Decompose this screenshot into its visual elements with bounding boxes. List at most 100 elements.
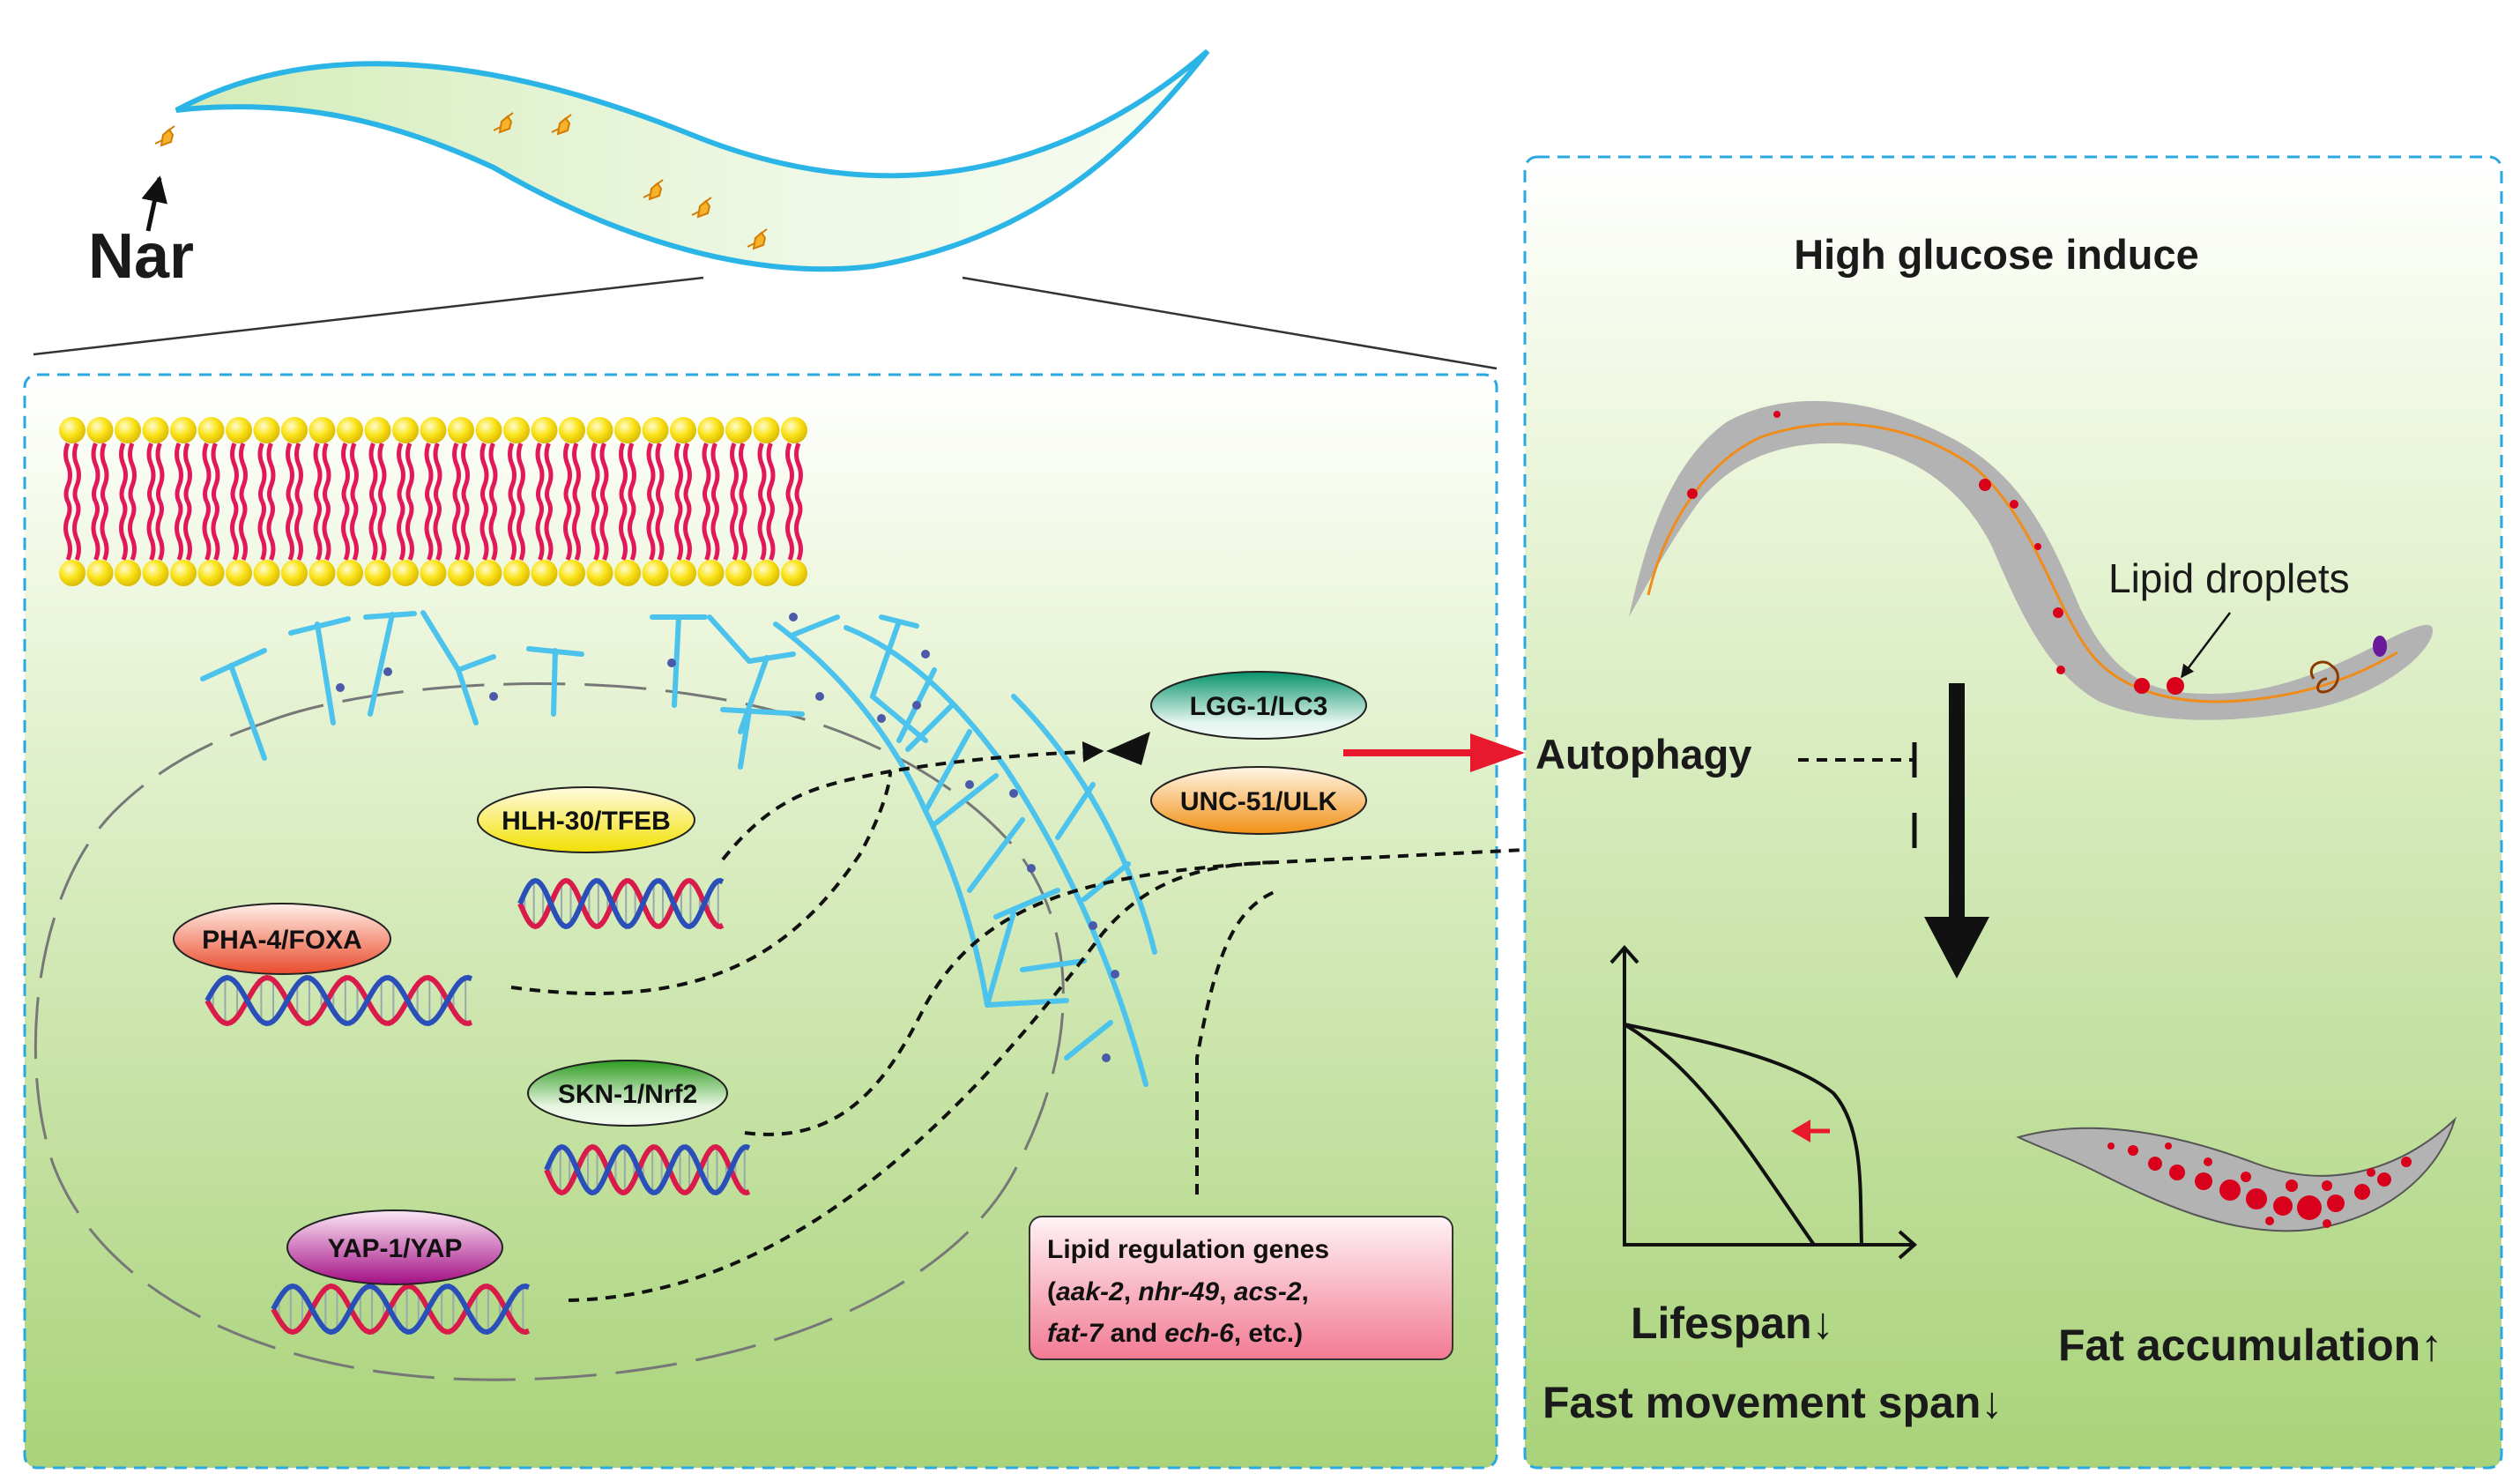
phospholipid-tail — [350, 443, 359, 503]
dna-helix-skn1 — [544, 1143, 751, 1196]
pill-lgg1: LGG-1/LC3 — [1150, 671, 1367, 740]
phospholipid-tail — [710, 443, 720, 503]
phospholipid-head — [670, 560, 696, 586]
lipid-box-line2-part: , — [1219, 1277, 1234, 1306]
pill-unc51-label: UNC-51/ULK — [1180, 787, 1338, 816]
phospholipid-head — [475, 560, 502, 586]
phospholipid-tail — [155, 500, 165, 561]
phospholipid-tail — [599, 443, 609, 503]
dna-helix-hlh30 — [517, 877, 725, 930]
pill-skn1-label: SKN-1/Nrf2 — [558, 1080, 697, 1109]
fat-droplet — [2322, 1180, 2332, 1191]
lifespan-label: Lifespan↓ — [1631, 1299, 1834, 1348]
fat-droplet — [2165, 1142, 2172, 1150]
phospholipid-head — [697, 417, 725, 443]
er-ribosomes — [336, 613, 1119, 1062]
phospholipid-head — [337, 417, 363, 443]
phospholipid-head — [614, 560, 641, 586]
phospholipid-head — [253, 417, 280, 443]
phospholipid-tail — [508, 500, 517, 561]
dna-strand — [544, 1143, 751, 1196]
lipid-box-line3-part: , etc.) — [1234, 1319, 1303, 1348]
phospholipid-tail — [146, 443, 156, 503]
lipid-box-line3: fat-7 and ech-6, etc.) — [1047, 1319, 1303, 1348]
phospholipid-tail — [119, 443, 128, 503]
phospholipid-tail — [202, 443, 212, 503]
phospholipid-head — [226, 560, 252, 586]
nar-label: Nar — [88, 221, 194, 292]
phospholipid-head — [226, 417, 252, 443]
dna-strand — [517, 877, 725, 930]
phospholipid-tail — [683, 443, 692, 503]
pill-hlh30: HLH-30/TFEB — [477, 786, 695, 853]
phospholipid-tail — [544, 500, 554, 561]
phospholipid-head — [364, 560, 391, 586]
fat-droplet — [2204, 1157, 2212, 1166]
fat-droplet — [2297, 1195, 2322, 1220]
fat-droplet — [2323, 1219, 2331, 1228]
phospholipid-head — [420, 417, 447, 443]
phospholipid-head — [503, 560, 530, 586]
zoom-line-left — [33, 276, 704, 356]
phospholipid-head — [59, 560, 85, 586]
phospholipid-head — [781, 417, 807, 443]
fat-droplet — [2195, 1172, 2212, 1190]
phospholipid-tail — [572, 443, 581, 503]
red-arrow-head — [1470, 733, 1525, 772]
phospholipid-tail — [350, 500, 359, 561]
phospholipid-head — [697, 560, 725, 586]
phospholipid-tail — [619, 443, 628, 503]
phospholipid-head — [308, 560, 336, 586]
phospholipid-tail — [286, 443, 294, 503]
fat-droplet — [2354, 1184, 2370, 1200]
phospholipid-tail — [563, 500, 572, 561]
fat-accumulation-worm — [2016, 1116, 2457, 1232]
phospholipid-tail — [257, 500, 267, 561]
phospholipid-tail — [341, 443, 350, 503]
phospholipid-tail — [544, 443, 554, 503]
phospholipid-tail — [397, 443, 405, 503]
fat-droplet — [2265, 1217, 2274, 1225]
phospholipid-tail — [424, 500, 434, 561]
phospholipid-tail — [257, 443, 267, 503]
phospholipid-tail — [628, 500, 636, 561]
phospholipid-tail — [397, 500, 405, 561]
phospholipid-tail — [766, 443, 776, 503]
fat-droplet — [2246, 1188, 2267, 1209]
phospholipid-head — [670, 417, 696, 443]
phospholipid-head — [559, 417, 585, 443]
phospholipid-tail — [591, 500, 600, 561]
phospholipid-head — [86, 560, 114, 586]
phospholipid-tail — [674, 500, 683, 561]
phospholipid-tail — [266, 500, 276, 561]
fat-droplet — [2128, 1145, 2138, 1156]
phospholipid-tail — [405, 443, 414, 503]
lipid-box-gene-fat7: fat-7 — [1047, 1319, 1104, 1348]
phospholipid-tail — [730, 500, 739, 561]
nar-arrow — [141, 175, 167, 232]
lipid-bilayer — [59, 417, 807, 586]
phospholipid-tail — [433, 500, 442, 561]
phospholipid-head — [115, 560, 141, 586]
phospholipid-head — [531, 417, 558, 443]
phospholipid-tail — [508, 443, 517, 503]
fat-droplet-dots — [2107, 1142, 2412, 1228]
phospholipid-head — [586, 417, 613, 443]
fat-droplet — [2273, 1196, 2293, 1216]
lipid-box-line2-part: , — [1302, 1277, 1309, 1306]
phospholipid-tail — [599, 500, 609, 561]
fat-accumulation-label: Fat accumulation↑ — [2058, 1321, 2442, 1370]
downstream-arrow-head — [1924, 917, 1989, 979]
phospholipid-tail — [72, 443, 81, 503]
phospholipid-tail — [702, 443, 711, 503]
phospholipid-tail — [368, 500, 378, 561]
phospholipid-tail — [128, 500, 137, 561]
lipid-regulation-box: Lipid regulation genes (aak-2, nhr-49, a… — [1029, 1216, 1453, 1360]
phospholipid-tail — [128, 443, 137, 503]
phospholipid-tail — [739, 500, 747, 561]
fat-droplet — [2107, 1142, 2115, 1150]
phospholipid-tail — [175, 500, 183, 561]
phospholipid-tail — [702, 500, 711, 561]
phospholipid-head — [59, 417, 85, 443]
phospholipid-tail — [461, 500, 470, 561]
